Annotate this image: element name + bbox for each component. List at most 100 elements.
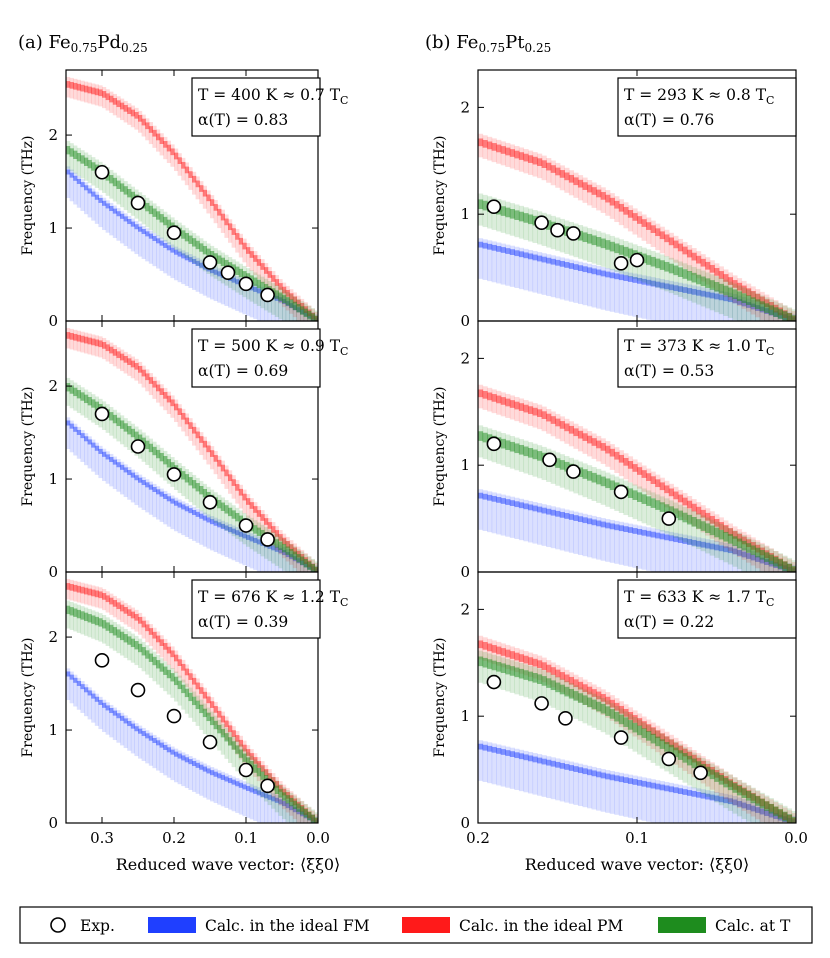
fm-band-outer: [500, 243, 506, 285]
calc-t-band-core: [677, 267, 684, 277]
pm-band-outer: [213, 701, 218, 726]
fm-band-outer: [264, 539, 269, 572]
pm-band-outer: [235, 228, 240, 253]
calc-t-band-core: [518, 211, 525, 222]
fm-band-core: [112, 208, 117, 214]
pm-band-core: [98, 340, 103, 348]
calc-t-band-core: [206, 712, 211, 722]
calc-t-band-core: [514, 210, 520, 220]
pm-band-core: [242, 242, 247, 250]
calc-t-band-core: [523, 670, 529, 680]
pm-band-core: [152, 380, 157, 388]
calc-t-band-core: [746, 790, 752, 801]
fm-band-core: [487, 494, 493, 501]
calc-t-band-core: [307, 311, 312, 320]
pm-band-core: [600, 443, 606, 451]
pm-band-outer: [152, 125, 157, 148]
calc-t-band-core: [505, 664, 511, 675]
calc-t-band-outer: [696, 268, 702, 305]
calc-t-band-core: [723, 531, 729, 542]
fm-band-outer: [145, 479, 150, 513]
pm-band-outer: [130, 356, 135, 379]
calc-t-band-outer: [618, 708, 624, 744]
pm-band-outer: [235, 730, 240, 755]
pm-band-core: [91, 338, 96, 346]
fm-band-core: [732, 799, 738, 806]
fm-band-outer: [596, 767, 602, 811]
calc-t-band-outer: [278, 536, 283, 569]
pm-band-core: [69, 332, 74, 340]
fm-band-core: [192, 509, 197, 516]
calc-t-band-core: [696, 519, 702, 529]
calc-t-band-core: [641, 494, 647, 504]
fm-band-outer: [527, 751, 534, 794]
fm-band-core: [568, 263, 574, 269]
fm-band-outer: [677, 784, 684, 823]
calc-t-band-core: [559, 684, 565, 695]
calc-t-band-outer: [527, 442, 534, 476]
pm-band-outer: [559, 667, 565, 693]
pm-band-core: [641, 721, 647, 729]
calc-t-band-outer: [641, 488, 647, 524]
pm-band-core: [145, 624, 150, 632]
calc-t-band-outer: [623, 711, 629, 746]
fm-band-outer: [296, 806, 301, 823]
fm-band-core: [66, 169, 71, 175]
pm-band-core: [677, 243, 684, 252]
pm-band-outer: [202, 185, 207, 209]
calc-t-band-outer: [700, 515, 706, 552]
pm-band-core: [274, 781, 279, 788]
pm-band-outer: [267, 267, 272, 292]
fm-band-outer: [253, 283, 258, 319]
pm-band-outer: [632, 208, 638, 235]
pm-band-outer: [718, 266, 724, 294]
calc-t-band-outer: [152, 651, 157, 682]
fm-band-core: [714, 795, 720, 802]
pm-band-core: [682, 497, 688, 506]
fm-band-outer: [564, 258, 570, 301]
calc-t-band-core: [509, 441, 515, 452]
fm-band-core: [523, 252, 529, 259]
calc-t-band-outer: [166, 453, 171, 484]
calc-t-band-core: [242, 753, 247, 762]
pm-band-core: [123, 105, 128, 112]
fm-band-outer: [296, 555, 301, 572]
annotation-box: [191, 328, 321, 388]
fm-band-outer: [677, 533, 684, 572]
fm-band-core: [478, 241, 484, 248]
calc-t-band-outer: [156, 444, 161, 475]
calc-t-band-outer: [500, 657, 506, 690]
pm-band-core: [600, 694, 606, 702]
fm-band-outer: [217, 268, 222, 303]
calc-t-band-core: [282, 792, 287, 801]
calc-t-band-core: [94, 401, 99, 411]
fm-band-core: [148, 484, 153, 490]
calc-t-band-core: [632, 490, 638, 500]
fm-band-outer: [550, 255, 556, 298]
fm-band-core: [523, 503, 529, 510]
calc-t-band-outer: [112, 172, 117, 202]
fm-band-core: [242, 533, 247, 539]
calc-t-band-outer: [69, 380, 74, 409]
pm-band-core: [271, 777, 276, 784]
pm-band-core: [116, 351, 121, 359]
fm-band-core: [609, 774, 615, 781]
calc-t-band-core: [159, 452, 164, 462]
pm-band-core: [210, 199, 215, 206]
calc-t-band-outer: [627, 714, 634, 749]
fm-band-outer: [206, 514, 211, 549]
fm-band-outer: [696, 788, 702, 823]
pm-band-core: [217, 710, 222, 718]
pm-band-core: [120, 102, 125, 110]
fm-band-outer: [116, 208, 121, 241]
pm-band-core: [195, 431, 200, 439]
pm-band-core: [759, 296, 765, 305]
fm-band-core: [102, 702, 107, 708]
fm-band-outer: [220, 269, 225, 305]
pm-band-outer: [188, 418, 193, 441]
calc-t-band-core: [605, 706, 611, 716]
pm-band-outer: [166, 391, 171, 414]
calc-t-band-core: [686, 271, 693, 281]
pm-band-outer: [627, 456, 634, 483]
